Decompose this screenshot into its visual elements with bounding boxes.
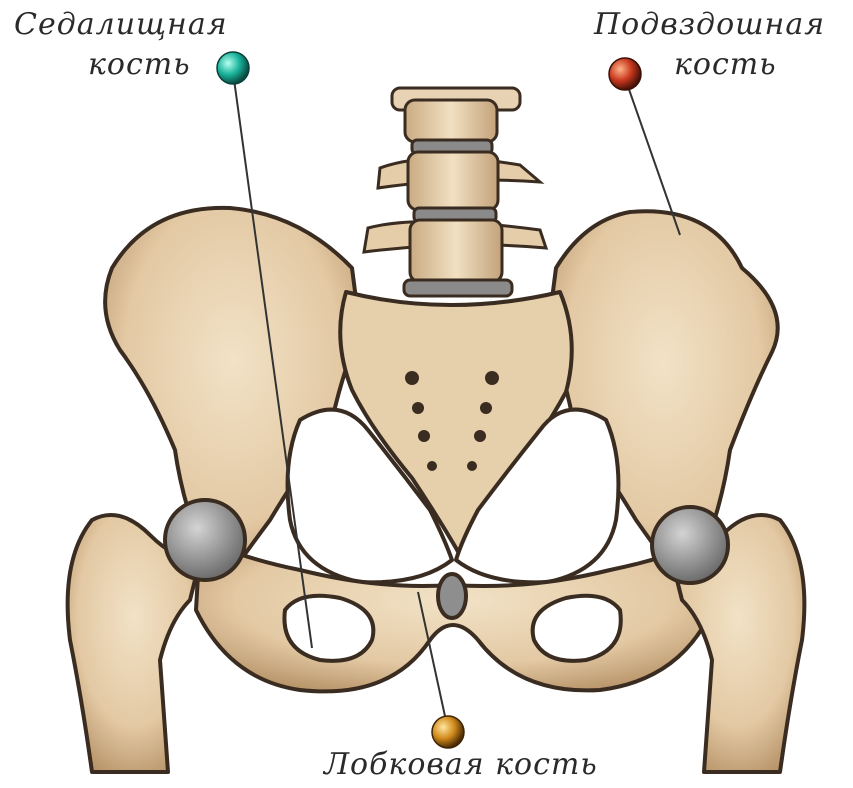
pubis-label: Лобковая кость [324, 748, 598, 782]
ilium-label-line1: Подвздошная [594, 8, 825, 42]
ischium-label-line2: кость [88, 48, 191, 82]
ischium-leader-line [233, 72, 312, 648]
ilium-pin-icon [609, 58, 641, 90]
pubis-leader-line [418, 592, 448, 730]
ilium-leader-line [625, 78, 680, 235]
ilium-label-line2: кость [674, 48, 777, 82]
ischium-pin-icon [217, 52, 249, 84]
pubis-pin-icon [432, 716, 464, 748]
ischium-label-line1: Седалищная [14, 8, 228, 42]
